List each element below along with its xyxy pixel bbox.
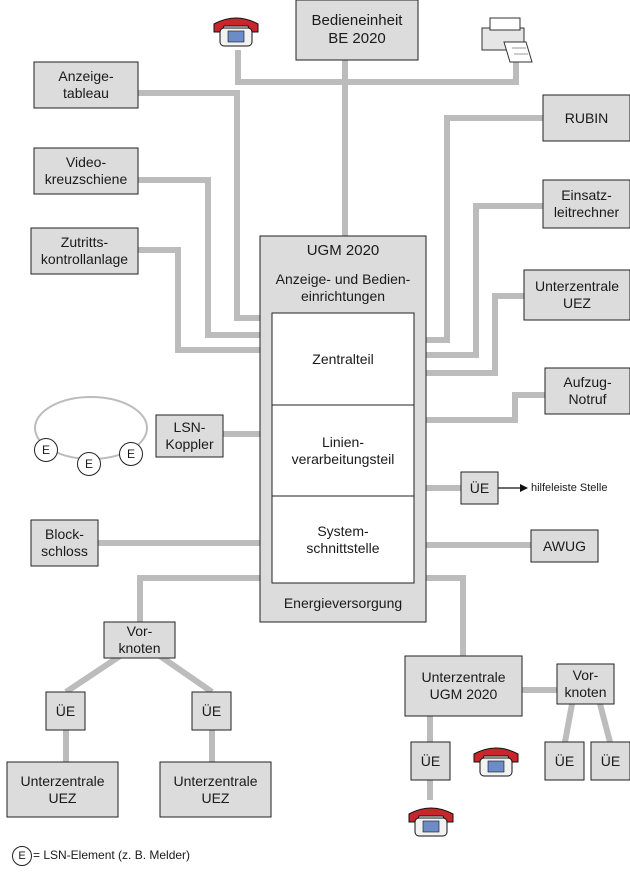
lsn-element-icon: E: [119, 442, 143, 466]
lsn-element-icon: E: [34, 438, 58, 462]
connector-lines: [34, 50, 613, 800]
blockschloss-label: Block- schloss: [41, 526, 88, 559]
box-einsatzleitrechner: [542, 179, 630, 229]
box-uez-right: [523, 269, 630, 321]
box-bedieneinheit: [295, 0, 419, 61]
aufzug-notruf-label: Aufzug- Notruf: [563, 374, 612, 407]
ugm-title: UGM 2020: [306, 242, 380, 259]
printer-icon: [481, 17, 533, 63]
zutrittskontrollanlage-label: Zutritts- kontrollanlage: [40, 234, 129, 267]
vorknoten-right-label: Vor- knoten: [564, 667, 607, 700]
box-ue-br1: [544, 741, 585, 781]
box-ue-left2: [191, 691, 232, 731]
box-awug: [530, 529, 599, 563]
box-rubin: [542, 94, 630, 142]
box-uez-bottom1: [6, 761, 119, 818]
legend-text: = LSN-Element (z. B. Melder): [33, 848, 191, 862]
ue-right-label: ÜE: [469, 479, 490, 496]
systemschnittstelle-label: System- schnittstelle: [306, 522, 380, 556]
box-ue-right: [460, 471, 499, 505]
lsn-element-icon: E: [77, 452, 101, 476]
einsatzleitrechner-label: Einsatz- leitrechner: [553, 187, 620, 220]
lsn-koppler-label: LSN- Koppler: [165, 419, 214, 452]
ue-left1-label: ÜE: [55, 702, 76, 719]
hilfeleiste-stelle-label: hilfeleiste Stelle: [531, 482, 608, 494]
anzeige-bedien-label: Anzeige- und Bedien- einrichtungen: [275, 271, 411, 304]
legend-lsn-element-icon: E: [12, 846, 32, 866]
diagram-boxes: [6, 0, 630, 818]
energieversorgung-label: Energieversorgung: [283, 594, 403, 611]
box-aufzug-notruf: [544, 367, 630, 415]
uez-bottom1-label: Unterzentrale UEZ: [20, 772, 105, 806]
box-blockschloss: [30, 519, 99, 567]
ue-br1-label: ÜE: [554, 752, 575, 769]
box-anzeigetableau: [33, 61, 139, 109]
arrow-right-icon: [520, 484, 528, 492]
uez-right-label: Unterzentrale UEZ: [534, 278, 620, 311]
videokreuzschiene-label: Video- kreuzschiene: [44, 154, 128, 187]
phone-icon: [408, 807, 454, 837]
linienverarbeitungsteil-label: Linien- verarbeitungsteil: [291, 433, 395, 467]
box-zutrittskontrollanlage: [30, 227, 139, 275]
phone-icon: [473, 747, 519, 777]
anzeigetableau-label: Anzeige- tableau: [58, 68, 114, 101]
zentralteil-label: Zentralteil: [312, 350, 374, 367]
ue-bottom-phone-label: ÜE: [420, 752, 441, 769]
box-ugm-inner: [271, 312, 415, 584]
box-ue-bottom-phone: [410, 741, 451, 781]
bedieneinheit-label: Bedieneinheit BE 2020: [311, 12, 403, 47]
phone-icon: [213, 17, 259, 47]
uez-bottom2-label: Unterzentrale UEZ: [173, 772, 258, 806]
rubin-label: RUBIN: [564, 109, 609, 126]
box-videokreuzschiene: [33, 147, 139, 195]
box-uez-bottom2: [159, 761, 272, 818]
ue-left2-label: ÜE: [201, 702, 222, 719]
box-ue-br2: [590, 741, 630, 781]
box-unterzentrale-ugm: [404, 655, 523, 717]
box-lsn-koppler: [155, 414, 224, 458]
box-ue-left1: [45, 691, 86, 731]
ue-br2-label: ÜE: [600, 752, 621, 769]
box-vorknoten-right: [556, 663, 615, 705]
unterzentrale-ugm-label: Unterzentrale UGM 2020: [421, 669, 506, 702]
vorknoten-left-label: Vor- knoten: [118, 623, 161, 656]
awug-label: AWUG: [542, 537, 587, 554]
box-vorknoten-left: [103, 621, 176, 659]
